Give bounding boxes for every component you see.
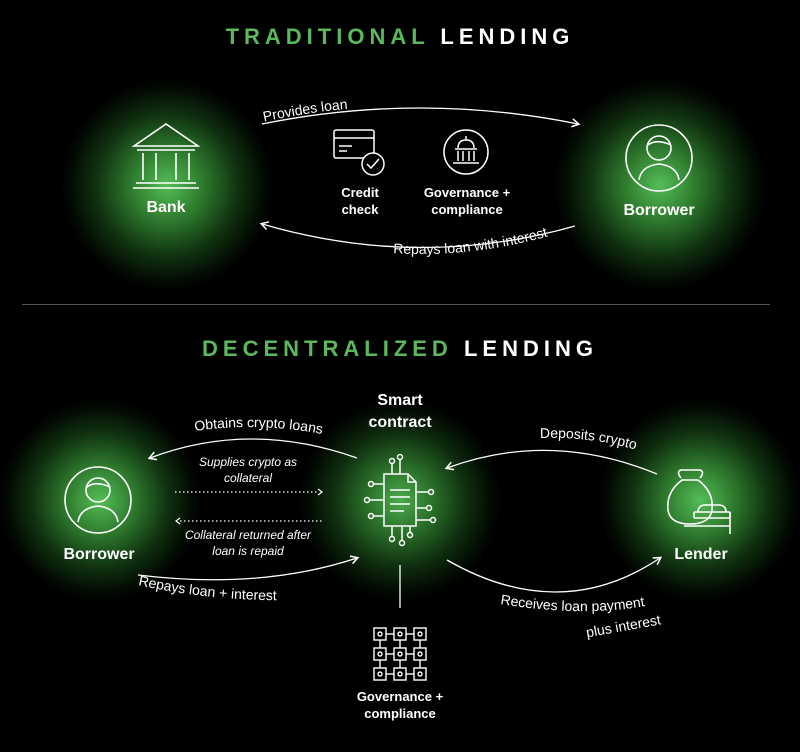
obtains-loans-label: Obtains crypto loans <box>193 414 324 437</box>
credit-card-icon <box>333 129 385 176</box>
smart-contract-label: Smart contract <box>368 392 432 431</box>
repays-loan-arrow <box>259 221 576 249</box>
decentralized-title-highlight: DECENTRALIZED <box>202 336 453 361</box>
borrower-label-bottom: Borrower <box>63 546 135 563</box>
bank-icon <box>131 123 201 189</box>
deposits-crypto-arrow <box>444 449 658 475</box>
bank-glow <box>62 80 272 290</box>
repays-interest-arrow <box>137 555 360 581</box>
capitol-icon <box>443 129 489 175</box>
lender-glow <box>600 400 800 600</box>
traditional-title-rest: LENDING <box>440 24 575 49</box>
blockchain-icon <box>373 627 427 681</box>
obtains-loans-arrow <box>147 438 358 461</box>
receives-payment-label: Receives loan payment <box>500 591 646 614</box>
decentralized-title-rest: LENDING <box>463 336 598 361</box>
traditional-title: TRADITIONAL LENDING <box>0 24 800 50</box>
bank-label: Bank <box>146 199 186 216</box>
section-divider <box>22 304 770 305</box>
smart-contract-icon <box>363 453 437 547</box>
repays-loan-label: Repays loan with interest <box>393 224 549 257</box>
decentralized-title: DECENTRALIZED LENDING <box>0 336 800 362</box>
supplies-collateral-label: Supplies crypto as collateral <box>198 455 298 485</box>
borrower-icon-top <box>625 124 693 192</box>
credit-check-label: Credit check <box>341 185 379 217</box>
borrower-glow-bottom <box>0 400 200 600</box>
money-bag-icon <box>666 469 731 534</box>
collateral-returned-label: Collateral returned after loan is repaid <box>184 528 312 558</box>
borrower-glow-top <box>555 80 765 290</box>
deposits-crypto-label: Deposits crypto <box>540 425 639 453</box>
supplies-collateral-head <box>317 488 323 496</box>
provides-loan-arrow <box>261 107 581 128</box>
borrower-icon-bottom <box>64 466 132 534</box>
lender-label: Lender <box>674 546 728 563</box>
governance-label-bottom: Governance + compliance <box>356 689 444 721</box>
governance-label-top: Governance + compliance <box>423 185 511 217</box>
collateral-returned-head <box>175 517 181 525</box>
provides-loan-label: Provides loan <box>261 96 348 125</box>
repays-interest-label: Repays loan + interest <box>137 572 277 603</box>
receives-payment-arrow <box>446 556 663 593</box>
traditional-title-highlight: TRADITIONAL <box>225 24 430 49</box>
receives-payment-label-2: plus interest <box>585 611 662 640</box>
borrower-label-top: Borrower <box>623 202 695 219</box>
